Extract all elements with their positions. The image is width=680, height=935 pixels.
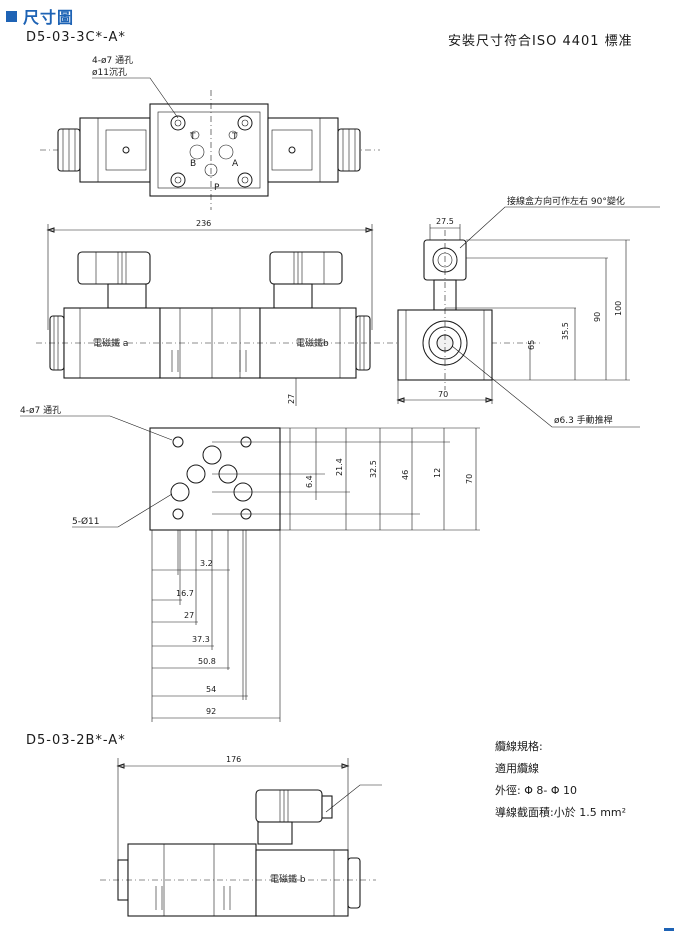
section-title: 尺寸圖 (23, 8, 75, 27)
dim-70-right: 70 (465, 474, 474, 484)
page-corner-mark (664, 928, 674, 931)
callout-5-holes: 5-Ø11 (72, 516, 100, 527)
side-view: 27.5 70 65 35.5 90 100 接線盒方向可作左右 90° (396, 195, 660, 428)
bottom-front-view: 176 電磁鐵 b (100, 755, 382, 917)
front-view: 236 電磁鐵 a 電磁鐵b (36, 219, 540, 406)
dim-70-side: 70 (438, 390, 448, 399)
dim-176: 176 (226, 755, 241, 764)
model-label-bottom: D5-03-2B*-A* (26, 733, 126, 748)
dim-35-5: 35.5 (561, 322, 570, 340)
dim-32-5: 32.5 (369, 460, 378, 478)
callout-through-holes-left: 4-ø7 通孔 (20, 405, 61, 416)
port-t-left: T (189, 132, 196, 142)
port-a: A (232, 159, 239, 169)
dim-27-bottom: 27 (184, 611, 194, 620)
dim-54: 54 (206, 685, 216, 694)
dim-27: 27 (287, 394, 296, 404)
dim-92: 92 (206, 707, 216, 716)
dim-236: 236 (196, 219, 211, 228)
dim-6-4: 6.4 (305, 475, 314, 488)
callout-through-holes-top: 4-ø7 通孔 (92, 55, 133, 66)
header-square-icon (6, 10, 17, 22)
dim-37-3: 37.3 (192, 635, 210, 644)
callout-counterbore-top: ø11沉孔 (92, 67, 127, 78)
dim-100: 100 (614, 301, 623, 316)
dim-90: 90 (593, 312, 602, 322)
mounting-note: 安裝尺寸符合ISO 4401 標准 (448, 34, 633, 49)
dim-12: 12 (433, 468, 442, 478)
cable-spec: 纜線規格: 適用纜線 外徑: Φ 8- Φ 10 導線截面積:小於 1.5 mm… (495, 736, 626, 824)
port-p: P (214, 183, 220, 193)
port-t-right: T (231, 132, 238, 142)
cable-spec-area: 導線截面積:小於 1.5 mm² (495, 806, 627, 819)
cable-spec-od: 外徑: Φ 8- Φ 10 (495, 784, 577, 797)
callout-manual-override: ø6.3 手動推桿 (554, 414, 613, 426)
cable-spec-title: 纜線規格: (495, 740, 543, 753)
dim-3-2: 3.2 (200, 559, 213, 568)
mounting-face-view: 4-ø7 通孔 5-Ø11 6.4 21.4 32.5 46 12 70 (20, 405, 480, 722)
top-view: T T B A P 4-ø7 通孔 ø11沉孔 (40, 55, 380, 210)
dim-46: 46 (401, 470, 410, 480)
model-label-top: D5-03-3C*-A* (26, 30, 126, 45)
dim-16-7: 16.7 (176, 589, 194, 598)
cable-spec-type: 適用纜線 (495, 762, 539, 775)
port-b: B (190, 159, 196, 169)
dim-65: 65 (527, 340, 536, 350)
callout-connector-rotate: 接線盒方向可作左右 90°變化 (507, 195, 625, 207)
dim-27-5: 27.5 (436, 217, 454, 226)
dim-50-8: 50.8 (198, 657, 216, 666)
coil-label-b-bottom: 電磁鐵 b (270, 873, 306, 885)
section-header: 尺寸圖 (6, 4, 74, 28)
dim-21-4: 21.4 (335, 458, 344, 476)
